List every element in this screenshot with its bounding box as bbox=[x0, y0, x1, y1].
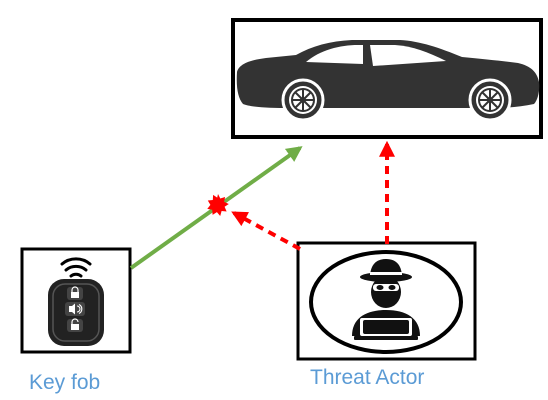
key-fob-icon bbox=[48, 279, 104, 346]
car-box bbox=[231, 18, 543, 139]
interception-burst-icon bbox=[207, 194, 229, 216]
threat-actor-label: Threat Actor bbox=[310, 366, 425, 389]
threat-actor-box bbox=[296, 241, 477, 361]
hacker-icon bbox=[352, 259, 420, 340]
car-icon bbox=[236, 40, 540, 122]
key-fob-box bbox=[20, 247, 132, 354]
attack-intercept-arrow bbox=[231, 211, 301, 251]
wireless-signal-icon bbox=[60, 257, 92, 278]
key-fob-label: Key fob bbox=[29, 371, 101, 394]
